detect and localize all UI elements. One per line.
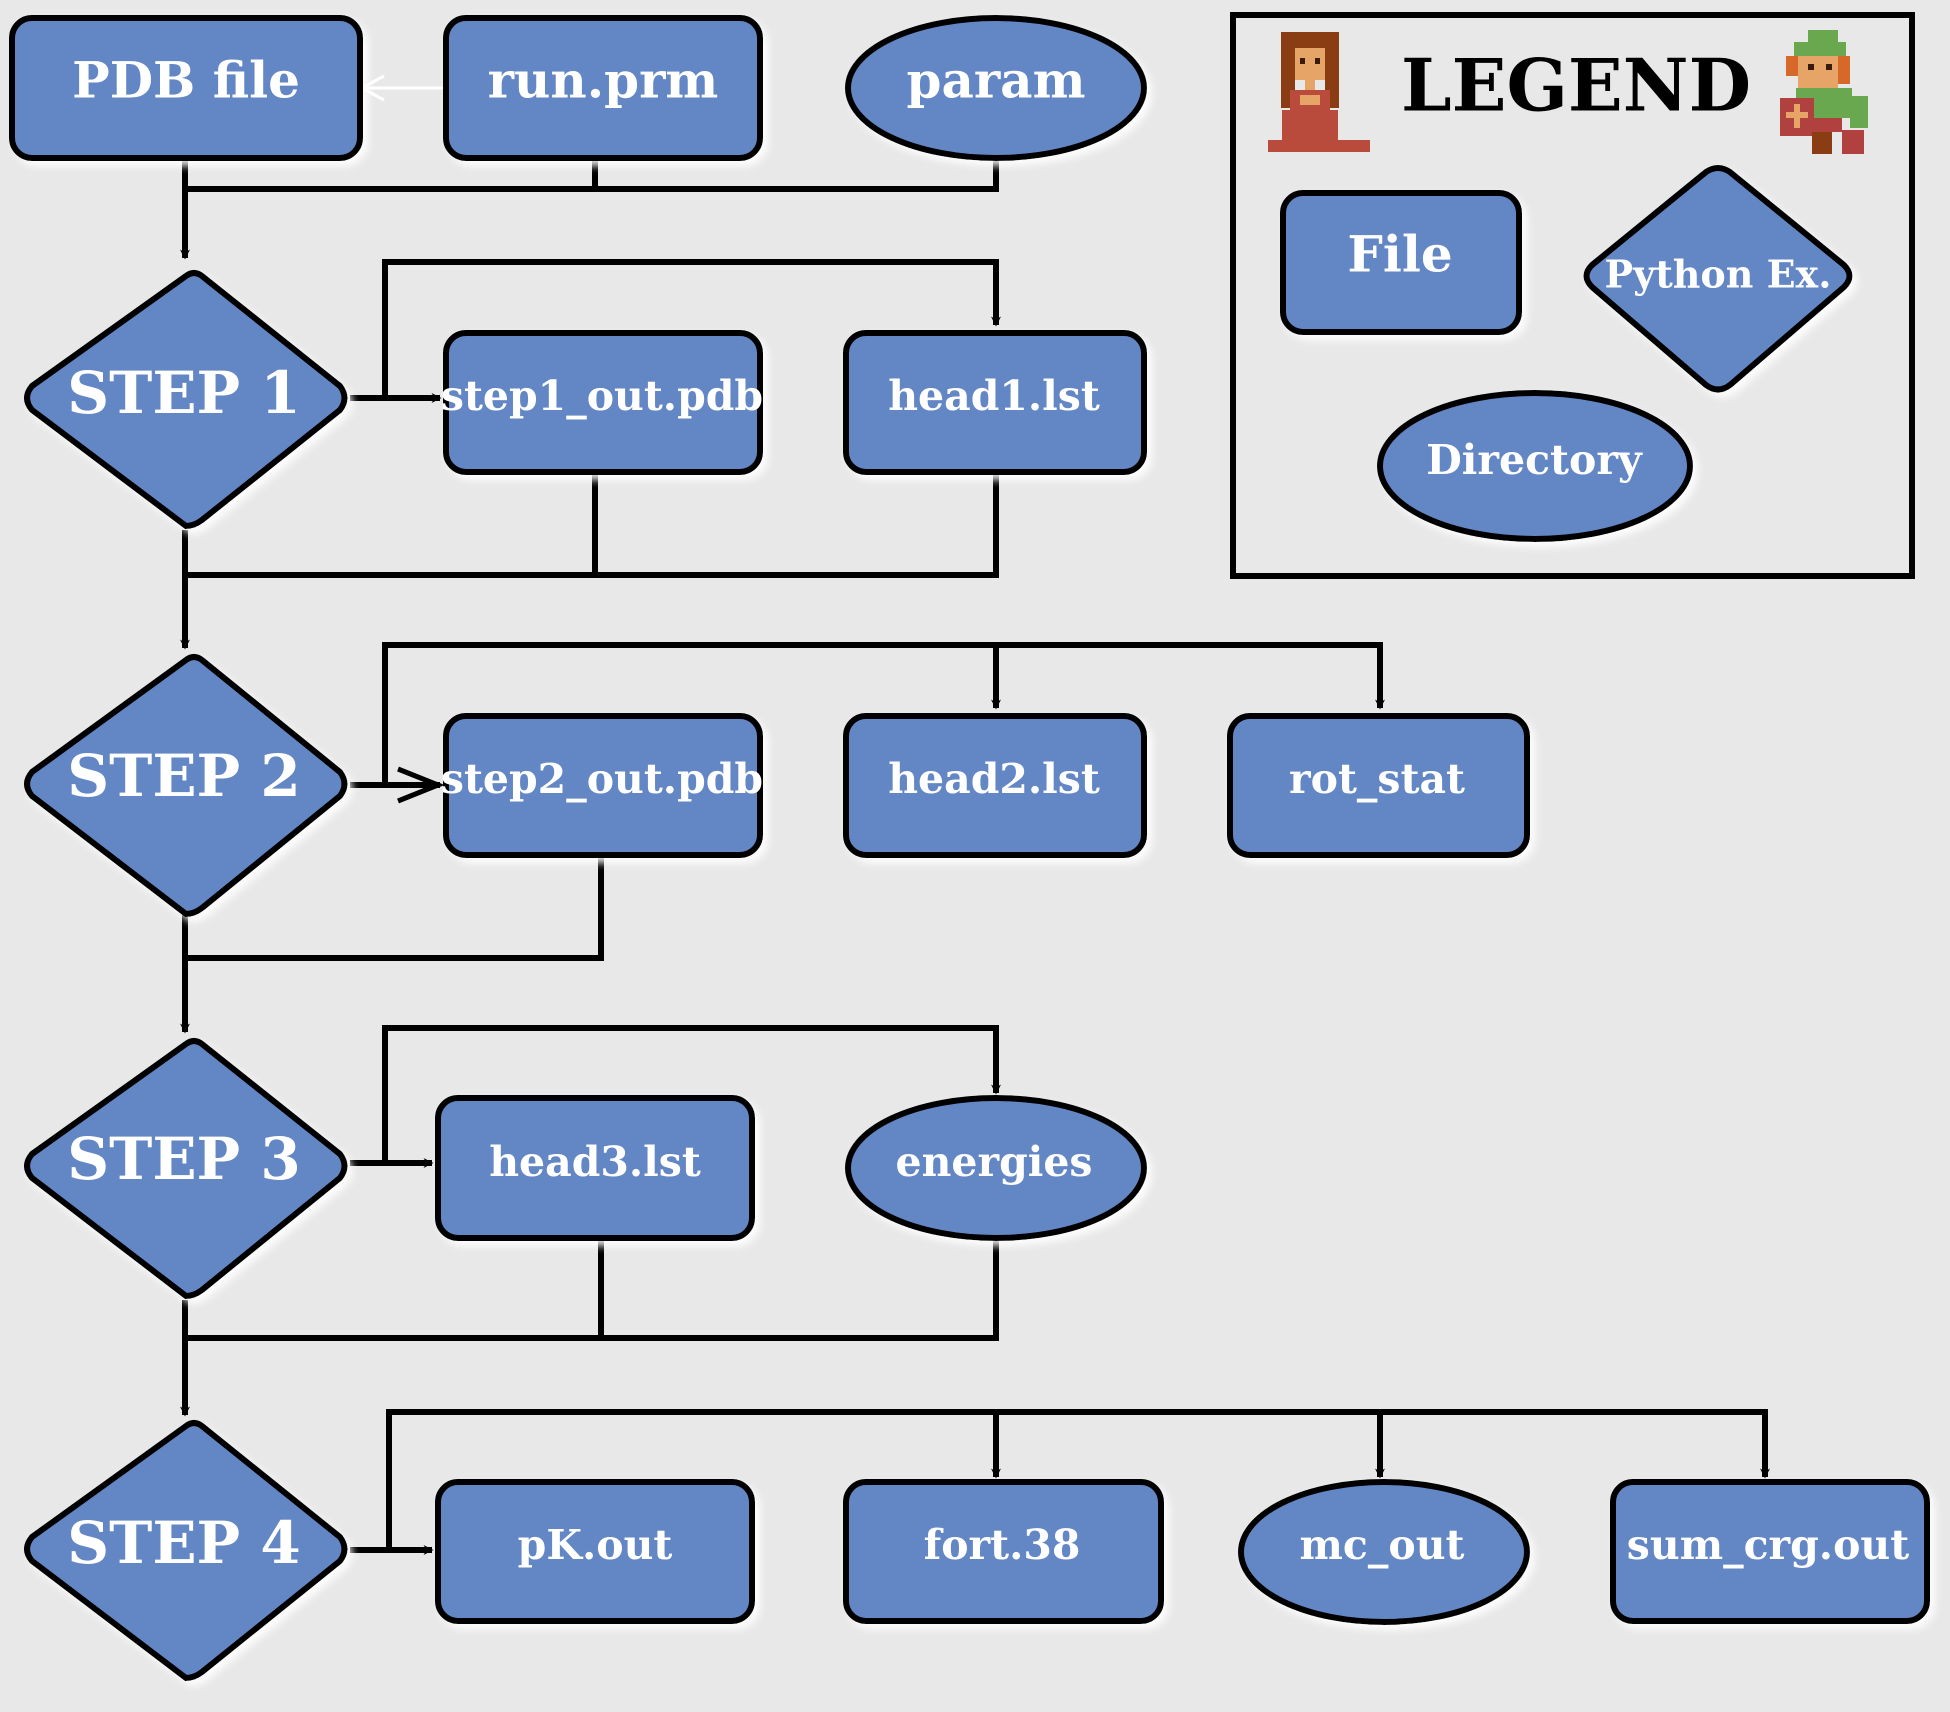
node-sum-crg-out[interactable]: sum_crg.out [1610,1479,1930,1624]
step2-label: STEP 2 [67,742,300,810]
connector-step1-to-head1 [382,259,1001,398]
legend-box [1230,12,1915,579]
node-step1-out-pdb[interactable]: step1_out.pdb [441,330,763,475]
elf-warrior-pixel-icon [1780,30,1868,154]
node-mc-out-directory[interactable]: mc_out [1238,1479,1530,1625]
node-pdb-file[interactable]: PDB file [9,15,363,161]
node-run-prm[interactable]: run.prm [443,15,763,161]
rot-stat-label: rot_stat [1289,755,1465,803]
step2-out-label: step2_out.pdb [441,755,763,803]
legend-python-ex-label: Python Ex. [1605,252,1832,297]
connector-inputs-bus [182,158,999,192]
mc-out-label: mc_out [1300,1521,1465,1569]
connector-step1-outputs-bus [182,472,999,578]
param-label: param [906,51,1085,110]
node-step2-out-pdb[interactable]: step2_out.pdb [441,713,763,858]
node-step2[interactable]: STEP 2 [24,654,348,918]
legend-title: LEGEND [1401,43,1751,128]
nodes: PDB file run.prm param STEP 1 step1_out.… [9,15,1930,1682]
node-fort38[interactable]: fort.38 [843,1479,1164,1624]
node-param-directory[interactable]: param [845,15,1147,161]
step4-label: STEP 4 [67,1509,300,1577]
open-arrowhead-step2out [397,766,445,804]
sum-crg-label: sum_crg.out [1627,1521,1909,1569]
legend: LEGEND [1230,12,1915,579]
node-step1[interactable]: STEP 1 [24,270,348,530]
pdb-file-label: PDB file [72,51,300,110]
connector-step2-to-head2-rotstat [382,642,1385,785]
node-step3[interactable]: STEP 3 [24,1038,348,1300]
step3-label: STEP 3 [67,1125,300,1193]
energies-label: energies [896,1138,1093,1186]
legend-python-ex-symbol: Python Ex. [1583,165,1853,393]
head2-label: head2.lst [888,755,1100,803]
connector-step3-outputs-bus [182,1238,999,1341]
head1-label: head1.lst [888,372,1100,420]
princess-pixel-icon [1268,32,1370,152]
connector-step4-bus [386,1409,1770,1550]
fort38-label: fort.38 [924,1521,1081,1569]
node-head3-lst[interactable]: head3.lst [435,1095,755,1241]
pk-out-label: pK.out [518,1521,673,1569]
node-pk-out[interactable]: pK.out [435,1479,755,1624]
legend-file-label: File [1347,225,1452,284]
connector-step2out-to-step3 [185,855,604,961]
connector-step3-to-energies [382,1025,1001,1163]
legend-directory-label: Directory [1426,436,1643,484]
node-rot-stat[interactable]: rot_stat [1227,713,1530,858]
node-step4[interactable]: STEP 4 [24,1420,348,1682]
node-head1-lst[interactable]: head1.lst [843,330,1147,475]
step1-label: STEP 1 [67,359,300,427]
connectors [180,74,1770,1555]
legend-directory-symbol: Directory [1377,390,1693,542]
legend-file-symbol: File [1280,190,1522,335]
head3-label: head3.lst [489,1138,701,1186]
run-prm-label: run.prm [488,51,719,110]
node-energies-directory[interactable]: energies [845,1095,1147,1241]
step1-out-label: step1_out.pdb [441,372,763,420]
node-head2-lst[interactable]: head2.lst [843,713,1147,858]
